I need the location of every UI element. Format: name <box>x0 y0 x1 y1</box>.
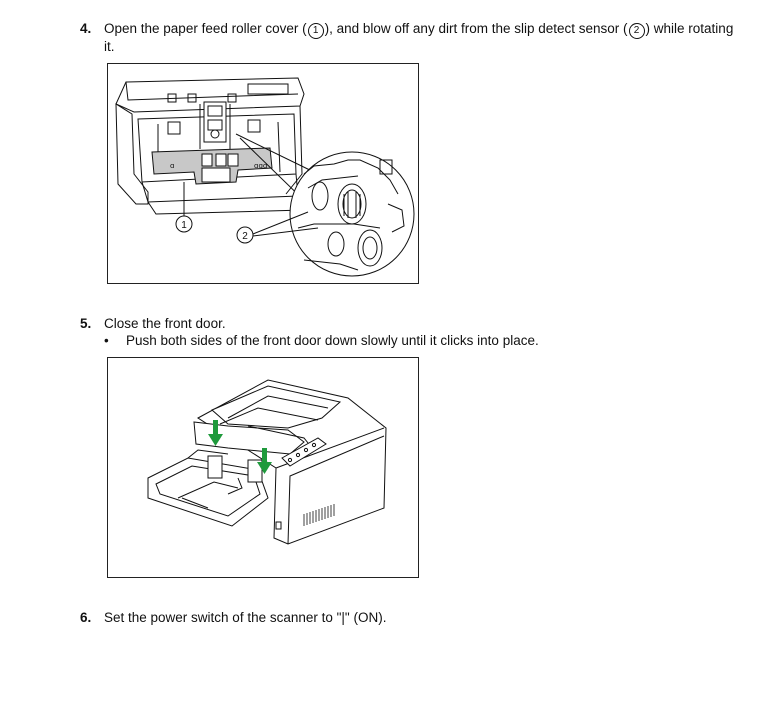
step-4-text-part: ) while rotating <box>645 21 734 36</box>
step-number: 5. <box>80 316 92 331</box>
svg-text:ɑɑɑ: ɑɑɑ <box>254 162 267 170</box>
step-4-text-part: Open the paper feed roller cover ( <box>104 21 307 36</box>
step-4-text: Open the paper feed roller cover (1), an… <box>104 20 733 39</box>
step-4-text-line2: it. <box>104 39 115 54</box>
svg-text:ɑ: ɑ <box>170 162 174 170</box>
scanner-interior-illustration: ɑɑɑ ɑ <box>115 77 415 277</box>
callout-label-2: 2 <box>242 231 248 242</box>
figure-roller-cover: ɑɑɑ ɑ <box>107 63 419 284</box>
step-6-text: Set the power switch of the scanner to "… <box>104 610 387 625</box>
step-4-text-part: ), and blow off any dirt from the slip d… <box>324 21 628 36</box>
push-down-arrows <box>208 420 272 474</box>
figure-front-door <box>107 357 419 578</box>
bullet-mark: • <box>104 333 109 348</box>
step-number: 4. <box>80 21 92 36</box>
step-5-text: Close the front door. <box>104 316 226 331</box>
step-number: 6. <box>80 610 92 625</box>
scanner-front-door-illustration <box>147 379 387 545</box>
bullet-text: Push both sides of the front door down s… <box>126 333 539 348</box>
callout-circle-2: 2 <box>628 23 645 39</box>
callout-circle-1: 1 <box>307 23 324 39</box>
callout-label-1: 1 <box>181 220 187 231</box>
